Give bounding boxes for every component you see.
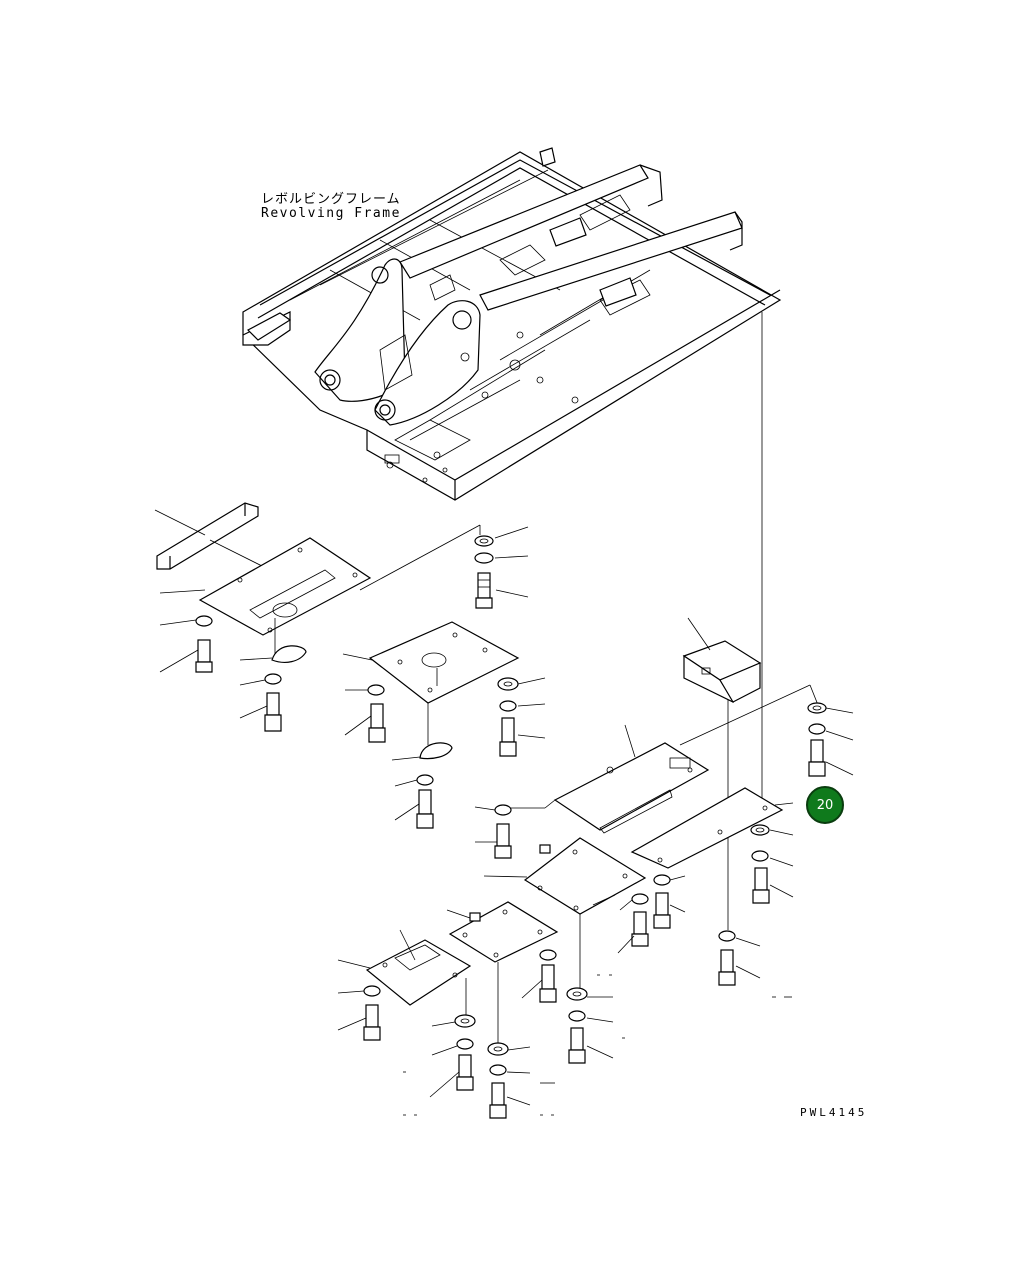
frame-label-japanese: レボルビングフレーム xyxy=(261,192,401,207)
callout-number: 20 xyxy=(816,797,834,813)
left-fasteners xyxy=(159,615,282,732)
tool-box xyxy=(682,617,762,703)
lower-cover-plates xyxy=(337,837,647,1045)
right-cover-plates xyxy=(500,724,794,869)
revolving-frame xyxy=(242,147,782,501)
left-upper-cover-group xyxy=(154,502,481,663)
lower-fasteners xyxy=(337,804,686,1119)
right-upper-fasteners xyxy=(679,684,854,777)
center-upper-fasteners xyxy=(474,526,529,609)
drawing-code: PWL4145 xyxy=(800,1106,868,1119)
center-cover-plate xyxy=(342,621,546,829)
right-middle-fasteners xyxy=(718,824,794,998)
part-callout-20[interactable]: 20 xyxy=(806,786,844,824)
frame-label-english: Revolving Frame xyxy=(261,206,401,221)
